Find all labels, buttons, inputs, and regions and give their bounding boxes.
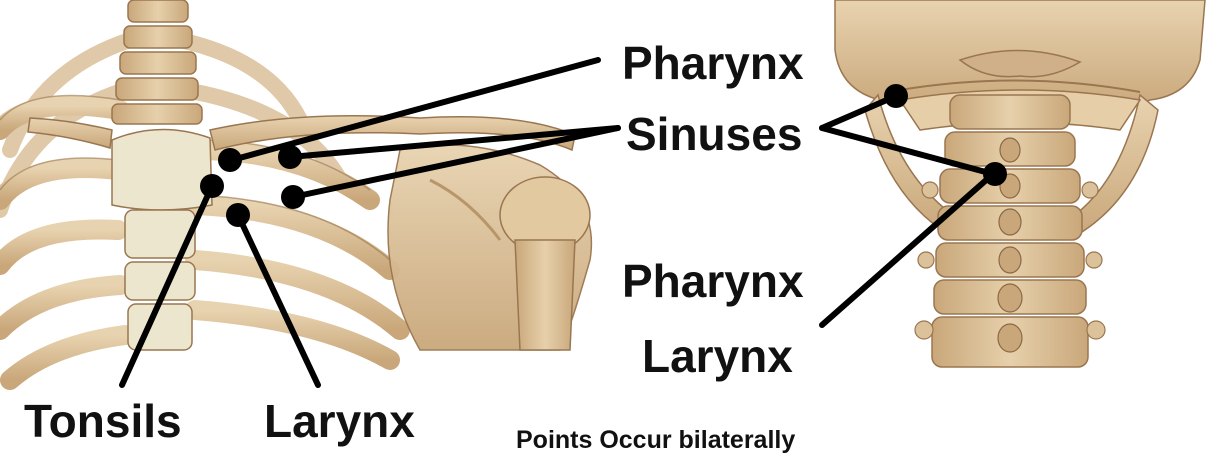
neck-skull-posterior-illustration	[834, 0, 1206, 368]
point-marker	[983, 162, 1007, 186]
larynx-label-right: Larynx	[642, 330, 793, 382]
point-markers	[200, 84, 1007, 227]
point-marker	[278, 145, 302, 169]
pharynx-label-bottom: Pharynx	[622, 255, 804, 307]
pharynx-label-top: Pharynx	[622, 37, 804, 89]
point-marker	[281, 185, 305, 209]
point-marker	[226, 203, 250, 227]
spinous-processes	[997, 137, 1023, 353]
sinuses-label: Sinuses	[626, 108, 803, 160]
point-marker	[218, 148, 242, 172]
left-ribs	[0, 95, 135, 390]
leader-lines	[119, 57, 996, 388]
right-ribs	[185, 140, 410, 370]
point-marker	[200, 174, 224, 198]
shoulder-bones	[387, 144, 593, 351]
cervical-vertebrae	[111, 0, 203, 125]
larynx-label-left: Larynx	[264, 395, 415, 447]
bilateral-note: Points Occur bilaterally	[516, 426, 796, 454]
tonsils-label: Tonsils	[24, 395, 182, 447]
chest-skeleton-illustration	[0, 0, 593, 390]
point-marker	[884, 84, 908, 108]
